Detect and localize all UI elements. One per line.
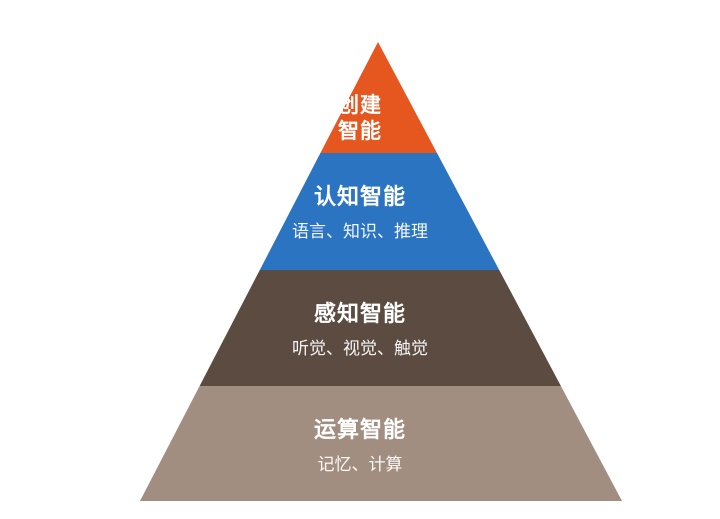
pyramid-layer-cognitive (259, 153, 500, 270)
pyramid-layer-perceptual (199, 270, 561, 386)
pyramid-layer-computational (140, 386, 622, 501)
pyramid-layer-create (320, 42, 437, 153)
